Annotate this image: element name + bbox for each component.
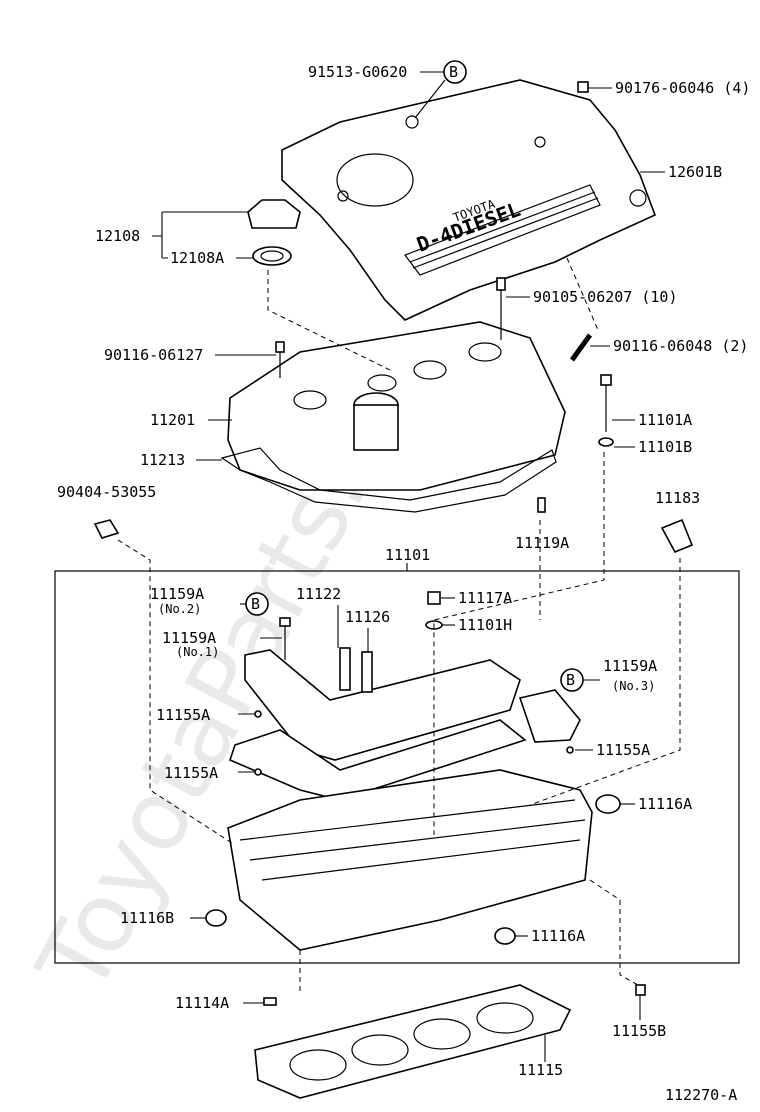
label-11115: 11115 bbox=[518, 1061, 563, 1079]
dowel-pin bbox=[263, 997, 277, 1006]
figure-code: 112270-A bbox=[665, 1086, 737, 1104]
label-11117A: 11117A bbox=[458, 589, 512, 607]
plug-11155B bbox=[635, 984, 646, 996]
leader-lines bbox=[152, 71, 665, 1062]
engine-cover: TOYOTA D-4DIESEL bbox=[281, 79, 657, 321]
cylinder-head bbox=[205, 769, 621, 951]
label-no1: (No.1) bbox=[176, 645, 219, 659]
label-11155A-1: 11155A bbox=[156, 706, 210, 724]
label-11159A-no2: 11159A bbox=[150, 585, 204, 603]
oil-filler-cap bbox=[247, 199, 301, 266]
label-11101: 11101 bbox=[385, 546, 430, 564]
callout-b-2: B bbox=[251, 595, 260, 613]
label-11159A-no3: 11159A bbox=[603, 657, 657, 675]
bolts-top bbox=[93, 81, 694, 554]
cylinder-head-cover bbox=[227, 321, 566, 491]
label-11116B: 11116B bbox=[120, 909, 174, 927]
label-11101B: 11101B bbox=[638, 438, 692, 456]
callout-b-3: B bbox=[566, 671, 575, 689]
label-11155B: 11155B bbox=[612, 1022, 666, 1040]
head-gasket bbox=[254, 984, 572, 1099]
label-11119A: 11119A bbox=[515, 534, 569, 552]
label-no2: (No.2) bbox=[158, 602, 201, 616]
label-12108: 12108 bbox=[95, 227, 140, 245]
part-labels: 91513-G0620 90176-06046 (4) 12601B 12108… bbox=[57, 63, 750, 1104]
label-11126: 11126 bbox=[345, 608, 390, 626]
label-11116A-2: 11116A bbox=[531, 927, 585, 945]
label-90176: 90176-06046 (4) bbox=[615, 79, 750, 97]
label-12108A: 12108A bbox=[170, 249, 224, 267]
label-no3: (No.3) bbox=[612, 679, 655, 693]
callout-b-1: B bbox=[449, 63, 458, 81]
label-90105: 90105-06207 (10) bbox=[533, 288, 678, 306]
label-11101H: 11101H bbox=[458, 616, 512, 634]
label-91513: 91513-G0620 bbox=[308, 63, 407, 81]
label-11155A-3: 11155A bbox=[596, 741, 650, 759]
label-11213: 11213 bbox=[140, 451, 185, 469]
label-11114A: 11114A bbox=[175, 994, 229, 1012]
label-11101A: 11101A bbox=[638, 411, 692, 429]
label-90404: 90404-53055 bbox=[57, 483, 156, 501]
label-11116A-1: 11116A bbox=[638, 795, 692, 813]
label-11201: 11201 bbox=[150, 411, 195, 429]
bearing-caps bbox=[229, 591, 581, 801]
assembly-box bbox=[54, 570, 740, 964]
label-11122: 11122 bbox=[296, 585, 341, 603]
alignment-lines bbox=[117, 257, 681, 995]
label-11183: 11183 bbox=[655, 489, 700, 507]
label-12601B: 12601B bbox=[668, 163, 722, 181]
label-90116-06048: 90116-06048 (2) bbox=[613, 337, 748, 355]
label-11155A-2: 11155A bbox=[164, 764, 218, 782]
label-11159A-no1: 11159A bbox=[162, 629, 216, 647]
head-cover-gasket bbox=[220, 447, 557, 513]
label-90116-06127: 90116-06127 bbox=[104, 346, 203, 364]
